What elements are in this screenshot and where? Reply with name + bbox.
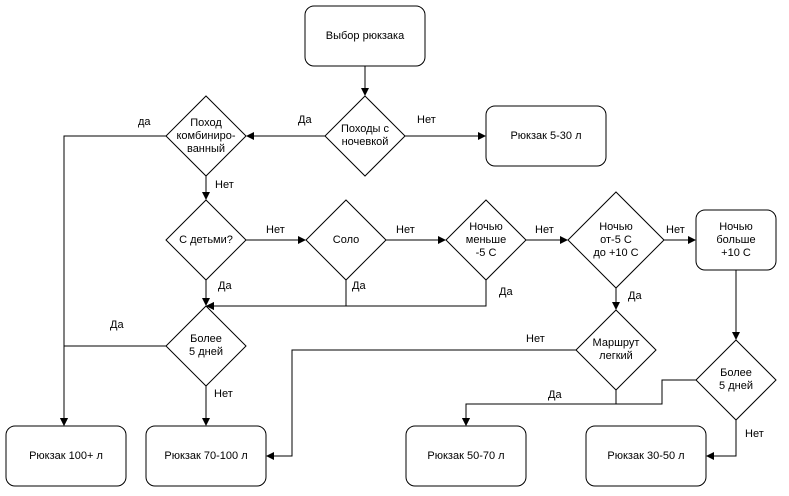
edge-label-lt5-no: Нет bbox=[535, 224, 554, 236]
edge-lt5-yes bbox=[206, 280, 487, 310]
edge-more5-left-yes bbox=[60, 345, 166, 426]
solo-label: Соло bbox=[332, 233, 360, 246]
overnight-decision bbox=[324, 95, 406, 177]
edge-label-solo-yes: Да bbox=[352, 280, 366, 292]
backpack-50-70-box bbox=[405, 425, 527, 487]
edge-label-more5-right-no: Нет bbox=[745, 428, 764, 440]
edge-label-children-yes: Да bbox=[218, 280, 232, 292]
more5-right-label: Более 5 дней bbox=[719, 367, 753, 392]
backpack-100-box bbox=[5, 425, 127, 487]
overnight-label: Походы с ночевкой bbox=[340, 123, 390, 148]
backpack-30-50-label: Рюкзак 30-50 л bbox=[607, 449, 685, 462]
edge-label-more5-left-no: Нет bbox=[214, 388, 233, 400]
combined-label: Поход комбиниро- ванный bbox=[176, 116, 236, 155]
children-label: С детьми? bbox=[179, 233, 233, 246]
night-gt-10-label: Ночью больше +10 С bbox=[716, 220, 756, 259]
backpack-50-70-label: Рюкзак 50-70 л bbox=[427, 449, 505, 462]
edge-easy-yes bbox=[462, 390, 617, 426]
edge-label-m5-10-no: Нет bbox=[666, 224, 685, 236]
edge-label-overnight-no: Нет bbox=[417, 114, 436, 126]
backpack-70-100-label: Рюкзак 70-100 л bbox=[164, 449, 248, 462]
backpack-100-label: Рюкзак 100+ л bbox=[29, 449, 103, 462]
edge-label-solo-no: Нет bbox=[396, 224, 415, 236]
edge-label-easy-yes: Да bbox=[548, 389, 562, 401]
start-label: Выбор рюкзака bbox=[325, 29, 405, 42]
edge-label-lt5-yes: Да bbox=[499, 286, 513, 298]
edge-label-more5-left-yes: Да bbox=[110, 319, 124, 331]
edge-label-children-no: Нет bbox=[266, 224, 285, 236]
edge-easy-no bbox=[266, 349, 576, 460]
edge-label-m5-10-yes: Да bbox=[628, 290, 642, 302]
edge-more5-right-yes bbox=[462, 379, 696, 426]
edge-combined-yes bbox=[60, 135, 166, 426]
edge-label-combined-no: Нет bbox=[215, 179, 234, 191]
edge-label-overnight-yes: Да bbox=[298, 114, 312, 126]
more5-left-label: Более 5 дней bbox=[189, 333, 223, 358]
edge-label-easy-no: Нет bbox=[526, 333, 545, 345]
edge-label-combined-yes: да bbox=[138, 116, 151, 128]
backpack-5-30-box bbox=[485, 105, 607, 167]
night-lt-minus5-label: Ночью меньше -5 С bbox=[465, 220, 507, 259]
night-minus5-10-label: Ночью от-5 С до +10 С bbox=[593, 220, 639, 259]
easy-route-label: Маршрут легкий bbox=[592, 337, 640, 362]
edge-more5-right-no bbox=[706, 420, 737, 460]
backpack-5-30-label: Рюкзак 5-30 л bbox=[510, 129, 582, 142]
